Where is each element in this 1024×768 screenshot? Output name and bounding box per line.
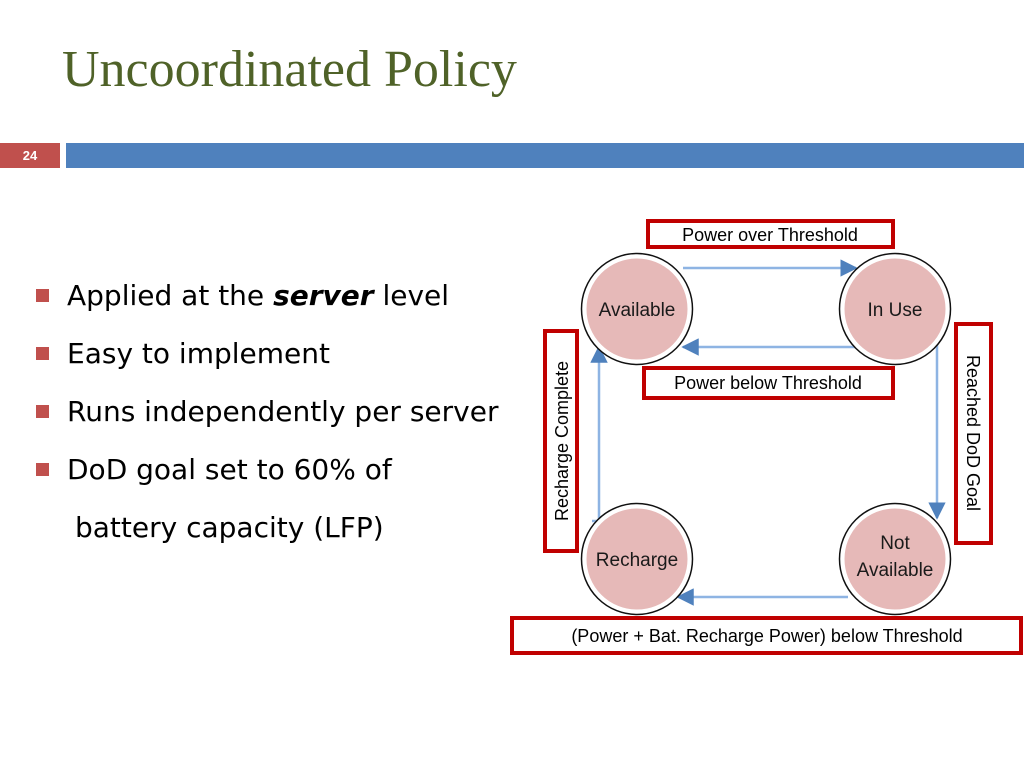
transition-label: (Power + Bat. Recharge Power) below Thre… — [571, 626, 962, 646]
arrow-recharge-to-available — [590, 345, 608, 523]
bullet-item: Applied at the server level — [30, 272, 498, 330]
square-bullet-icon — [36, 347, 49, 360]
label-power-over-threshold: Power over Threshold — [646, 219, 895, 249]
bullet-text: Easy to implement — [67, 337, 330, 370]
bullet-text: Runs independently per server — [67, 395, 499, 428]
state-recharge: Recharge — [580, 502, 694, 616]
bullet-item: DoD goal set to 60% of — [30, 446, 498, 504]
page-number: 24 — [0, 143, 60, 168]
state-in-use: In Use — [838, 252, 952, 366]
square-bullet-icon — [36, 463, 49, 476]
square-bullet-icon — [36, 289, 49, 302]
bullet-text-suffix: level — [373, 279, 450, 312]
square-bullet-icon — [36, 405, 49, 418]
bullet-text-prefix: Applied at the — [67, 279, 274, 312]
transition-label: Recharge Complete — [552, 361, 572, 521]
bullet-item: Runs independently per server — [30, 388, 498, 446]
transition-label: Power below Threshold — [674, 373, 862, 393]
transition-label: Power over Threshold — [682, 225, 858, 245]
state-not-available: Not Available — [838, 502, 952, 616]
bullet-list: Applied at the server level Easy to impl… — [30, 272, 498, 504]
state-available: Available — [580, 252, 694, 366]
state-label: Not — [880, 533, 910, 554]
bullet-item: Easy to implement — [30, 330, 498, 388]
header-bar — [66, 143, 1024, 168]
bullet-emphasis: server — [273, 279, 374, 312]
state-label: Available — [857, 560, 934, 581]
label-recharge-complete: Recharge Complete — [543, 329, 579, 553]
bullet-continuation: battery capacity (LFP) — [75, 511, 384, 544]
state-label: Recharge — [596, 550, 678, 571]
transition-label: Reached DoD Goal — [963, 355, 983, 511]
label-power-below-threshold: Power below Threshold — [642, 366, 895, 400]
arrow-inuse-to-notavailable — [928, 343, 946, 520]
bullet-text: DoD goal set to 60% of — [67, 453, 392, 486]
state-label: In Use — [868, 300, 923, 321]
label-reached-dod-goal: Reached DoD Goal — [954, 322, 993, 545]
state-label: Available — [599, 300, 676, 321]
slide-title: Uncoordinated Policy — [62, 41, 517, 98]
label-combined-below-threshold: (Power + Bat. Recharge Power) below Thre… — [510, 616, 1023, 655]
